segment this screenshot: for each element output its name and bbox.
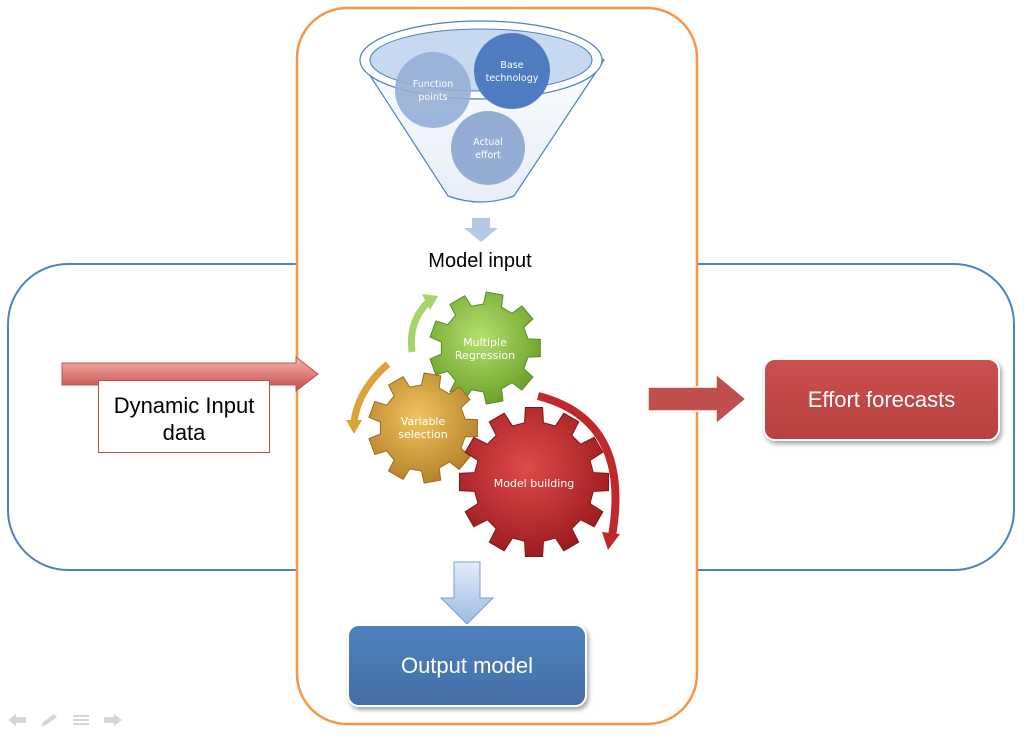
- effort-forecasts-box: Effort forecasts: [763, 358, 1000, 441]
- gear-body: [429, 291, 541, 405]
- circle-label-line: technology: [486, 73, 539, 84]
- cycle-arrow-red: [537, 392, 620, 537]
- circle-label-line: Actual: [473, 137, 503, 148]
- gear-multiple-regression: [429, 291, 541, 405]
- circle-label-line: Base: [500, 60, 523, 71]
- gear-label-line: Variable: [401, 415, 446, 428]
- gear-body: [459, 407, 609, 557]
- dynamic-input-line: Dynamic Input: [113, 392, 255, 418]
- output-model-label: Output model: [400, 652, 534, 678]
- circle-actual-effort: Actual effort: [451, 111, 525, 185]
- gear-variable-selection: [368, 372, 478, 484]
- gear-label-line: Multiple: [463, 336, 507, 349]
- circle-label-line: Function: [413, 79, 453, 90]
- prev-arrow-icon[interactable]: [6, 712, 28, 728]
- gear-label-line: Regression: [455, 349, 515, 362]
- next-arrow-icon[interactable]: [102, 712, 124, 728]
- circle-label-line: effort: [475, 150, 501, 161]
- circle-base-technology: Base technology: [474, 33, 550, 109]
- dynamic-input-box: Dynamic Input data: [98, 380, 270, 453]
- funnel-down-arrow: [464, 218, 498, 242]
- forecast-arrow: [647, 372, 748, 426]
- cycle-arrowhead-gold: [346, 420, 362, 434]
- output-down-arrow: [439, 561, 495, 625]
- pen-icon[interactable]: [38, 712, 60, 728]
- circle-label-line: points: [418, 92, 447, 103]
- effort-forecasts-label: Effort forecasts: [807, 386, 956, 412]
- slide-nav-controls: [6, 712, 124, 728]
- circle-function-points: Function points: [395, 52, 471, 128]
- gear-label-line: Model building: [494, 477, 575, 490]
- gear-body: [368, 372, 478, 484]
- gear-label-line: selection: [398, 428, 447, 441]
- cycle-arrow-gold: [350, 361, 391, 423]
- menu-icon[interactable]: [70, 712, 92, 728]
- gear-model-building: [459, 407, 609, 557]
- output-model-box: Output model: [347, 624, 587, 707]
- cycle-arrow-green: [407, 299, 431, 353]
- cycle-arrowhead-green: [422, 294, 438, 310]
- dynamic-input-line: data: [162, 419, 206, 445]
- cycle-arrowhead-red: [602, 532, 620, 550]
- model-input-label: Model input: [428, 250, 532, 272]
